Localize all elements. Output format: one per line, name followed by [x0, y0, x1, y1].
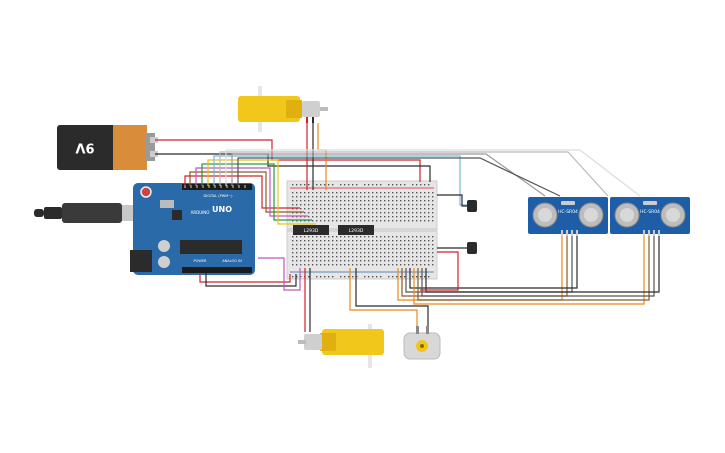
battery-label: 9V: [75, 140, 94, 155]
wire-sensor1-gnd: [409, 236, 578, 289]
wire-d-10: [237, 157, 561, 197]
wire-battery-negative: [155, 153, 431, 182]
arduino-uno: DIGITAL (PWM~) UNO ARDUINO POWER ANALOG …: [130, 183, 255, 275]
wire-d-2: [189, 171, 304, 213]
wire-gnd: [205, 273, 297, 287]
wire-d-3: [195, 167, 308, 217]
wire-5v: [199, 273, 291, 283]
wire-sensor2-trig: [417, 236, 650, 301]
wire-d-1: [184, 175, 300, 209]
wire-dc-motor-orange: [349, 268, 418, 326]
battery-9v: 9V: [57, 125, 158, 170]
arduino-analog-header: ANALOG IN: [222, 259, 242, 263]
small-component-lower: [467, 242, 477, 254]
chip1-label: L293D: [304, 228, 319, 234]
dc-motor: [403, 326, 441, 360]
wire-power-magenta: [258, 257, 301, 291]
wires: [155, 123, 660, 332]
arduino-model: UNO: [212, 205, 232, 214]
arduino-digital-header: DIGITAL (PWM~): [203, 194, 233, 198]
small-component-upper: [467, 200, 477, 212]
ultrasonic-sensor-1: HC-SR04: [528, 197, 608, 236]
wire-d-5: [207, 159, 316, 225]
wire-sensor2-echo: [421, 236, 655, 297]
arduino-power-header: POWER: [194, 259, 208, 263]
wire-d-4: [201, 163, 312, 221]
wire-dc-motor-black: [355, 268, 429, 326]
breadboard: L293D L293D: [286, 180, 438, 280]
arduino-brand: ARDUINO: [191, 210, 210, 215]
ultrasonic-sensor-2: HC-SR04: [610, 197, 690, 236]
sensor-1-label: HC-SR04: [558, 209, 578, 215]
gear-motor-bottom: [298, 324, 384, 368]
gear-motor-top: [238, 86, 328, 132]
usb-cable: [34, 203, 146, 223]
wire-sensor2-vcc: [413, 236, 645, 305]
wire-d-8: [225, 149, 641, 197]
wire-button-2b: [420, 251, 459, 291]
wire-d-7: [219, 151, 609, 197]
wire-button-1: [437, 194, 467, 207]
sensor-2-label: HC-SR04: [640, 209, 660, 215]
wire-sensor2-gnd: [425, 236, 660, 293]
chip2-label: L293D: [349, 228, 364, 234]
